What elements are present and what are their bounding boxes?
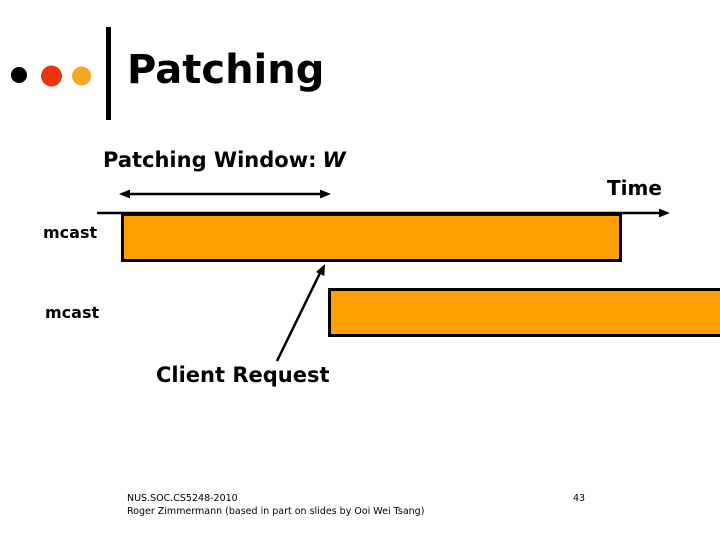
client-request-arrow: [275, 264, 325, 362]
page-number: 43: [573, 493, 586, 504]
bullet-dot-orange-icon: [72, 66, 91, 86]
slide-footer: NUS.SOC.CS5248-2010 Roger Zimmermann (ba…: [127, 492, 424, 518]
footer-author: Roger Zimmermann (based in part on slide…: [127, 506, 425, 517]
client-request-label: Client Request: [156, 363, 330, 387]
title-divider: [106, 27, 111, 120]
mcast-label-1: mcast: [43, 223, 98, 242]
patching-window-label: Patching Window:W: [103, 148, 346, 172]
patching-window-arrow: [119, 189, 331, 199]
mcast-bar-1: [121, 213, 622, 262]
mcast-bar-2: [328, 288, 720, 337]
mcast-label-2: mcast: [45, 303, 100, 322]
patching-window-symbol: W: [322, 148, 346, 172]
patching-window-label-text: Patching Window:: [103, 148, 317, 172]
time-axis-label: Time: [607, 176, 662, 200]
slide-title: Patching: [127, 47, 325, 93]
bullet-dot-red-icon: [41, 65, 62, 87]
bullet-dot-black-icon: [11, 67, 27, 83]
footer-course: NUS.SOC.CS5248-2010: [127, 493, 238, 504]
